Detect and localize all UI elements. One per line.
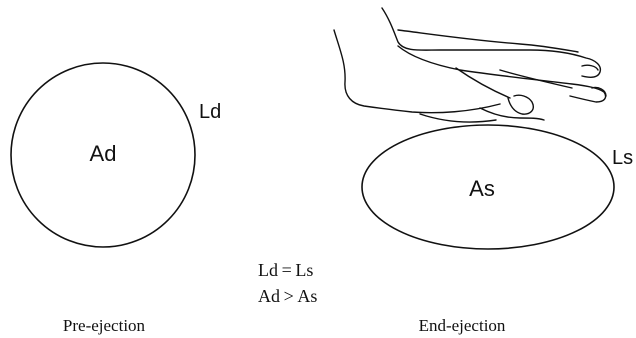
length-label-ld: Ld — [199, 101, 221, 123]
end-ejection-figure: As Ls End-ejection — [334, 8, 633, 335]
area-label-as: As — [469, 176, 495, 201]
area-label-ad: Ad — [90, 141, 117, 166]
pre-ejection-caption: Pre-ejection — [63, 316, 146, 335]
hand-illustration — [334, 8, 606, 122]
pre-ejection-figure: Ad Ld Pre-ejection — [11, 63, 221, 335]
equations: Ld = Ls Ad > As — [258, 260, 317, 306]
equation-length: Ld = Ls — [258, 260, 313, 280]
end-ejection-caption: End-ejection — [419, 316, 506, 335]
length-label-ls: Ls — [612, 147, 633, 169]
equation-area: Ad > As — [258, 286, 317, 306]
